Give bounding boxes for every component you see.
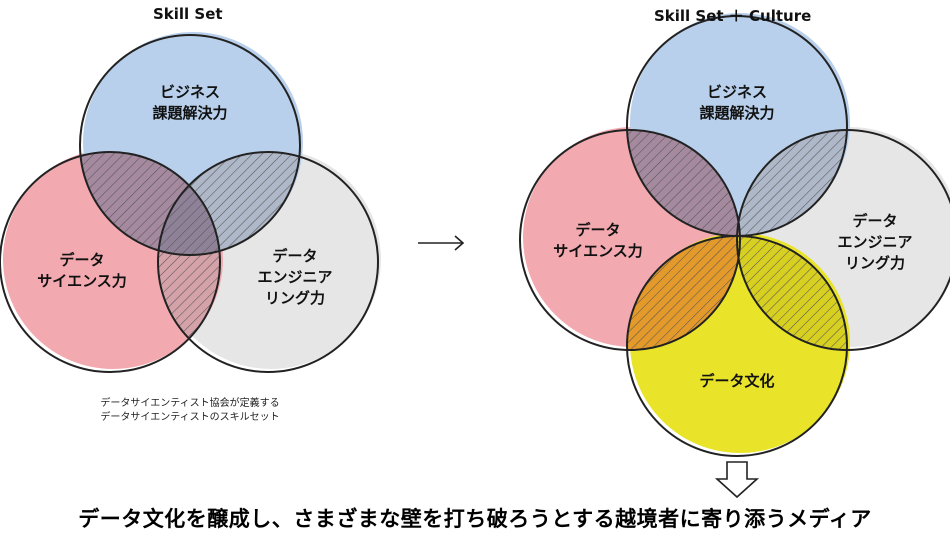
- right-label-business-line2: 課題解決力: [699, 104, 775, 122]
- left-label-data-engineering-line3: リング力: [264, 289, 326, 307]
- right-label-data-culture-line1: データ文化: [699, 372, 775, 390]
- down-arrow-icon: [714, 461, 760, 499]
- arrow-icon: [418, 235, 465, 251]
- left-label-data-science-line1: データ: [59, 251, 105, 269]
- right-label-business: ビジネス 課題解決力: [699, 82, 774, 124]
- right-label-data-science: データ サイエンス力: [553, 220, 643, 262]
- right-label-data-science-line1: データ: [575, 221, 621, 239]
- right-circle-culture-outline: [626, 235, 848, 457]
- right-label-business-line1: ビジネス: [706, 83, 768, 101]
- right-circle-data-science-outline: [519, 129, 741, 351]
- right-label-data-engineering-line3: リング力: [844, 254, 906, 272]
- right-label-data-culture: データ文化: [699, 371, 774, 392]
- right-venn: [519, 13, 950, 457]
- caption-line2: データサイエンティストのスキルセット: [100, 412, 280, 423]
- left-label-data-engineering-line1: データ: [272, 247, 318, 265]
- left-diagram-title: Skill Set: [153, 5, 223, 23]
- left-label-data-science-line2: サイエンス力: [37, 272, 127, 290]
- right-label-data-science-line2: サイエンス力: [553, 242, 643, 260]
- left-label-business-line1: ビジネス: [159, 83, 221, 101]
- left-circle-data-engineering-outline: [157, 151, 379, 373]
- left-diagram-caption: データサイエンティスト協会が定義する データサイエンティストのスキルセット: [100, 397, 279, 425]
- right-label-data-engineering-line1: データ: [852, 212, 898, 230]
- right-label-data-engineering: データ エンジニア リング力: [837, 211, 912, 274]
- left-circle-data-science-outline: [0, 151, 221, 373]
- left-label-business: ビジネス 課題解決力: [152, 82, 227, 124]
- left-circle-business-outline: [79, 34, 301, 256]
- left-label-business-line2: 課題解決力: [152, 104, 228, 122]
- left-venn: [0, 32, 381, 373]
- right-label-data-engineering-line2: エンジニア: [837, 233, 913, 251]
- left-label-data-science: データ サイエンス力: [37, 250, 127, 292]
- left-label-data-engineering: データ エンジニア リング力: [257, 246, 332, 309]
- left-label-data-engineering-line2: エンジニア: [257, 268, 333, 286]
- caption-line1: データサイエンティスト協会が定義する: [100, 398, 280, 409]
- right-diagram-title: Skill Set ＋ Culture: [654, 7, 812, 25]
- tagline: データ文化を醸成し、さまざまな壁を打ち破ろうとする越境者に寄り添うメディア: [78, 507, 872, 531]
